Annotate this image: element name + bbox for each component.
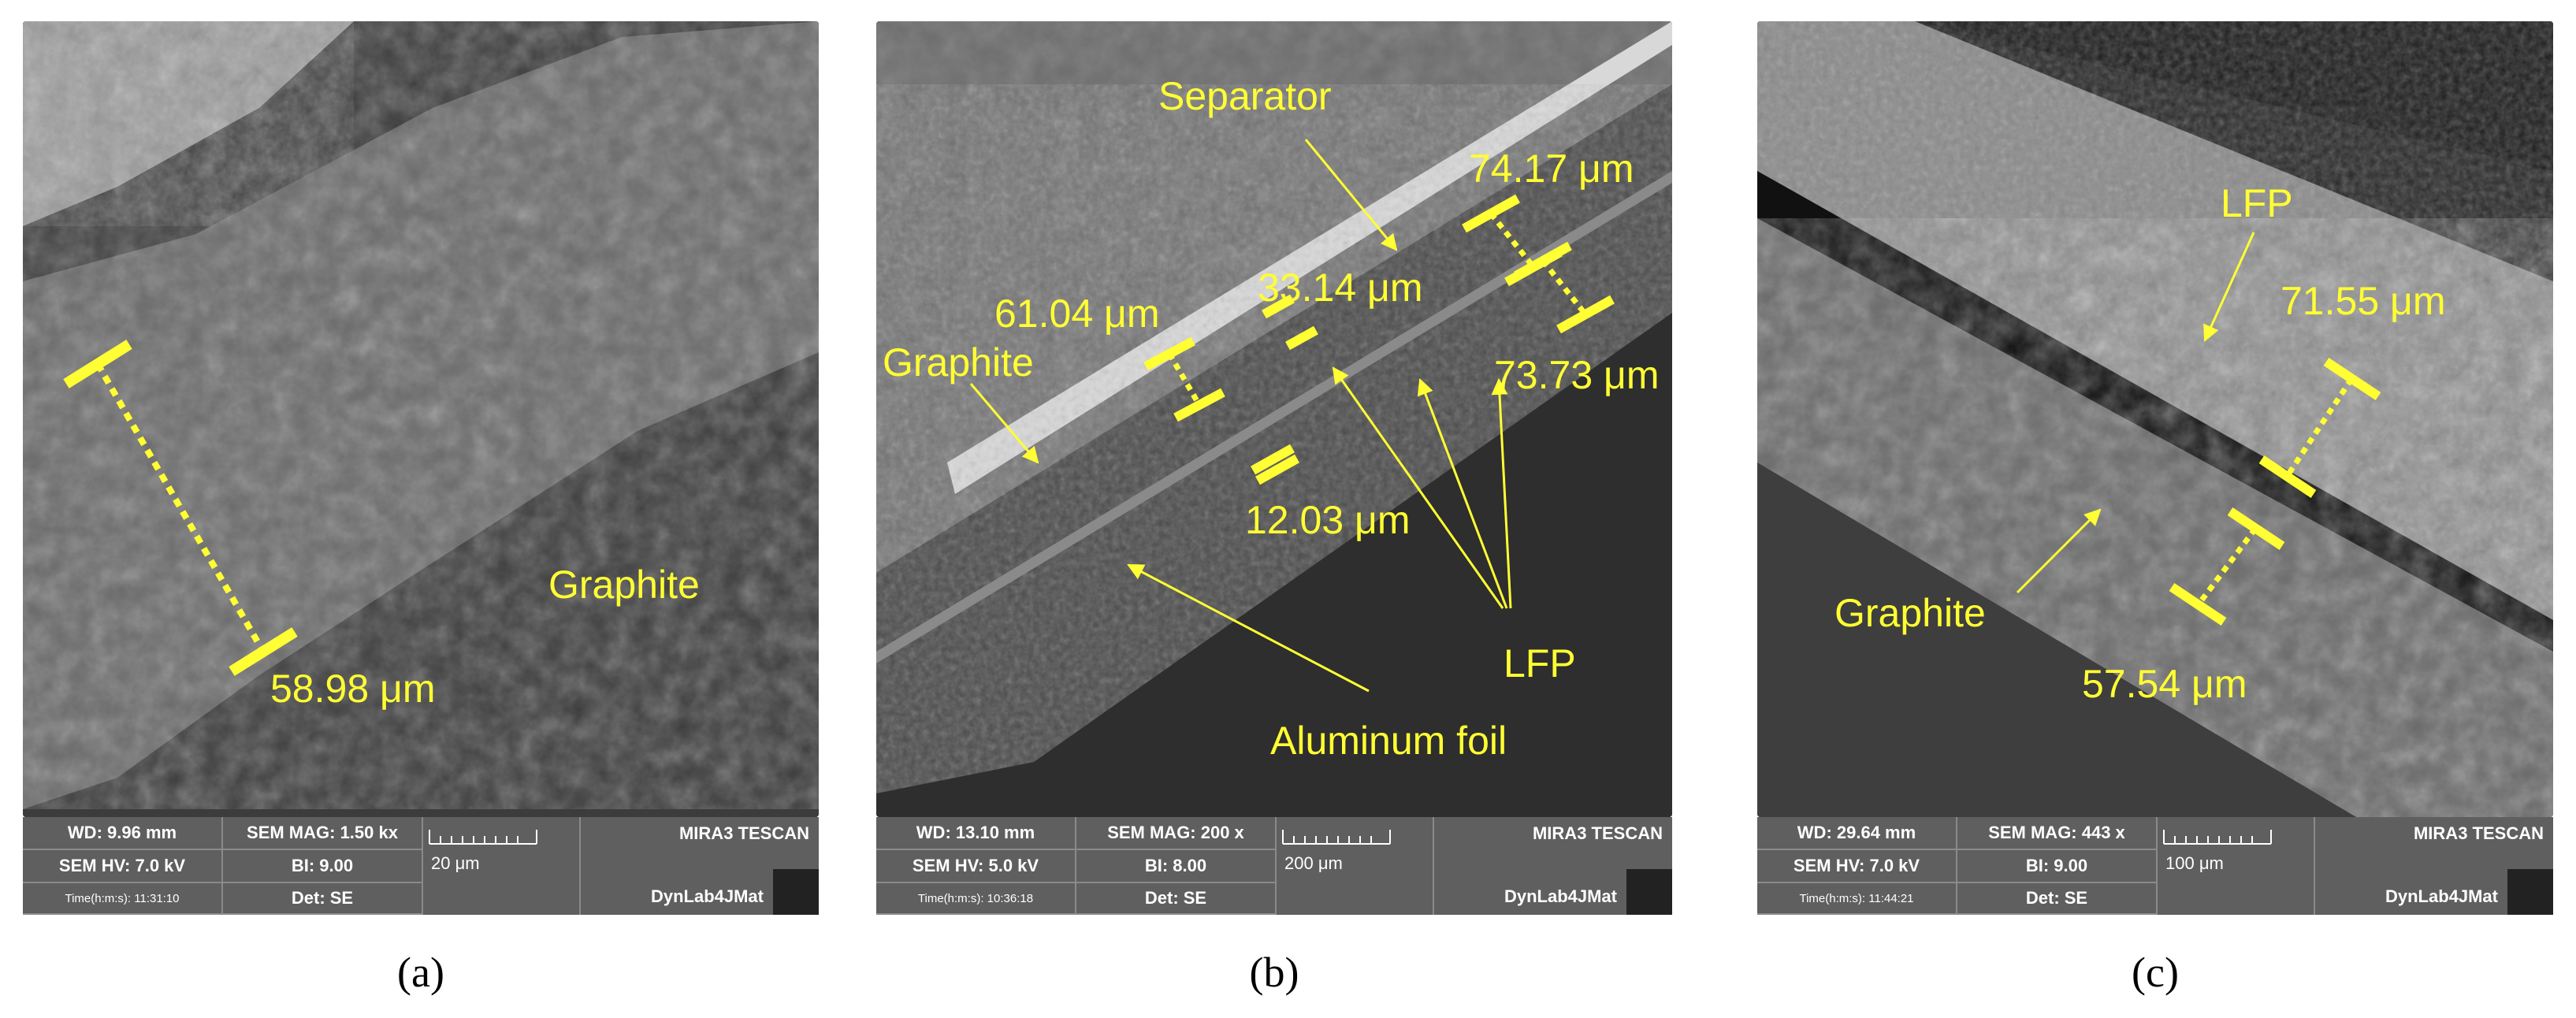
bi-value: BI: 8.00 <box>1076 850 1277 883</box>
bi-value: BI: 9.00 <box>223 850 423 883</box>
scale-label: 200 μm <box>1284 853 1343 873</box>
sem-scene-c <box>1757 21 2553 817</box>
measurement-1: 71.55 μm <box>2280 279 2446 323</box>
hv-value: SEM HV: 7.0 kV <box>1757 850 1957 883</box>
hv-value: SEM HV: 5.0 kV <box>876 850 1076 883</box>
mag-value: SEM MAG: 1.50 kx <box>223 817 423 850</box>
panel-b: Separator Graphite LFP Aluminum foil 61.… <box>876 21 1672 996</box>
measurement-4: 73.73 μm <box>1494 353 1660 397</box>
brand-top: MIRA3 TESCAN <box>1532 823 1663 843</box>
hv-value: SEM HV: 7.0 kV <box>23 850 223 883</box>
tescan-logo-icon <box>773 869 819 915</box>
tescan-logo-icon <box>1626 869 1672 915</box>
sem-infobar-c: WD: 29.64 mm SEM MAG: 443 x SEM HV: 7.0 … <box>1757 817 2553 915</box>
wd-value: WD: 29.64 mm <box>1757 817 1957 850</box>
brand-top: MIRA3 TESCAN <box>678 823 809 843</box>
label-graphite: Graphite <box>548 563 700 607</box>
caption-c: (c) <box>2132 949 2179 996</box>
time-value: Time(h:m:s): 11:31:10 <box>23 883 223 915</box>
sem-infobar-b: WD: 13.10 mm SEM MAG: 200 x SEM HV: 5.0 … <box>876 817 1672 915</box>
caption-b: (b) <box>1249 949 1299 996</box>
time-value: Time(h:m:s): 10:36:18 <box>876 883 1076 915</box>
time-value: Time(h:m:s): 11:44:21 <box>1757 883 1957 915</box>
label-graphite: Graphite <box>1834 591 1986 635</box>
sem-image-c: LFP Graphite 71.55 μm 57.54 μm <box>1757 21 2553 817</box>
label-aluminum-foil: Aluminum foil <box>1270 719 1507 763</box>
panel-a: Graphite 58.98 μm WD: 9.96 mm SEM MAG: 1… <box>23 21 819 996</box>
sem-infobar-a: WD: 9.96 mm SEM MAG: 1.50 kx SEM HV: 7.0… <box>23 817 819 915</box>
label-separator: Separator <box>1158 74 1332 118</box>
sem-scene-b <box>876 21 1672 817</box>
wd-value: WD: 13.10 mm <box>876 817 1076 850</box>
measurement-2: 33.14 μm <box>1258 266 1423 310</box>
tescan-logo-icon <box>2507 869 2553 915</box>
measurement-5: 12.03 μm <box>1245 498 1411 542</box>
sem-scene-a <box>23 21 819 817</box>
measurement-2: 57.54 μm <box>2082 662 2247 706</box>
measurement-1: 61.04 μm <box>994 292 1160 336</box>
bi-value: BI: 9.00 <box>1957 850 2158 883</box>
det-value: Det: SE <box>223 883 423 915</box>
mag-value: SEM MAG: 443 x <box>1957 817 2158 850</box>
brand-bottom: DynLab4JMat <box>650 886 764 906</box>
scale-bar: 100 μm <box>2158 817 2315 915</box>
caption-a: (a) <box>397 949 444 996</box>
mag-value: SEM MAG: 200 x <box>1076 817 1277 850</box>
label-lfp: LFP <box>1504 641 1576 685</box>
det-value: Det: SE <box>1076 883 1277 915</box>
label-graphite: Graphite <box>883 340 1034 385</box>
scale-bar: 20 μm <box>423 817 581 915</box>
sem-image-a: Graphite 58.98 μm <box>23 21 819 817</box>
scale-label: 100 μm <box>2165 853 2224 873</box>
measurement-3: 74.17 μm <box>1469 147 1634 191</box>
label-thickness: 58.98 μm <box>270 667 436 711</box>
sem-image-b: Separator Graphite LFP Aluminum foil 61.… <box>876 21 1672 817</box>
wd-value: WD: 9.96 mm <box>23 817 223 850</box>
brand-bottom: DynLab4JMat <box>1504 886 1617 906</box>
brand-bottom: DynLab4JMat <box>2385 886 2498 906</box>
scale-bar: 200 μm <box>1277 817 1434 915</box>
panel-c: LFP Graphite 71.55 μm 57.54 μm WD: 29.64… <box>1757 21 2553 996</box>
scale-label: 20 μm <box>431 853 480 873</box>
label-lfp: LFP <box>2221 181 2293 225</box>
brand-top: MIRA3 TESCAN <box>2413 823 2544 843</box>
det-value: Det: SE <box>1957 883 2158 915</box>
